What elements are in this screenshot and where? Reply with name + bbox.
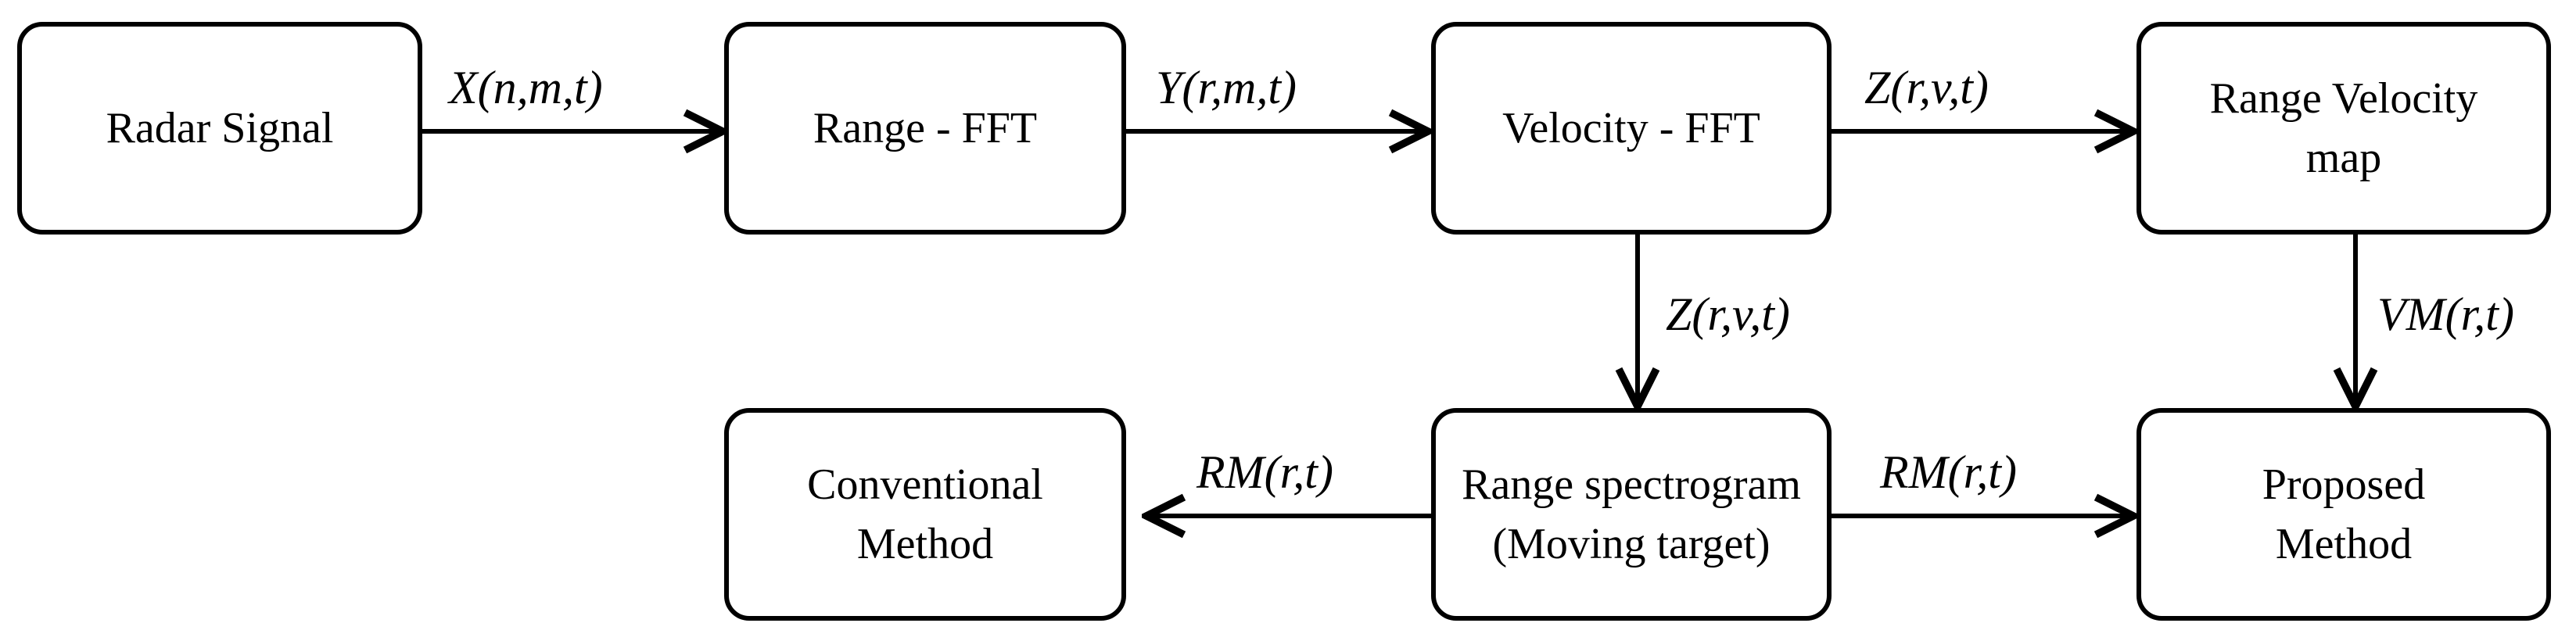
edge-label-x: X(n,m,t) — [449, 62, 603, 113]
edge-label-vm: VM(r,t) — [2377, 288, 2514, 340]
node-proposed-method: Proposed Method — [2137, 408, 2551, 621]
node-range-velocity-map: Range Velocity map — [2137, 22, 2551, 235]
edge-label-rm-left: RM(r,t) — [1197, 446, 1333, 498]
node-conventional-method: Conventional Method — [724, 408, 1126, 621]
node-range-spectrogram: Range spectrogram (Moving target) — [1431, 408, 1832, 621]
edge-label-z-vertical: Z(r,v,t) — [1666, 288, 1790, 340]
node-range-fft: Range - FFT — [724, 22, 1126, 235]
node-velocity-fft: Velocity - FFT — [1431, 22, 1832, 235]
edge-label-rm-right: RM(r,t) — [1880, 446, 2017, 498]
edge-label-y: Y(r,m,t) — [1156, 62, 1297, 113]
edge-label-z-top: Z(r,v,t) — [1864, 62, 1989, 113]
node-radar-signal: Radar Signal — [17, 22, 422, 235]
